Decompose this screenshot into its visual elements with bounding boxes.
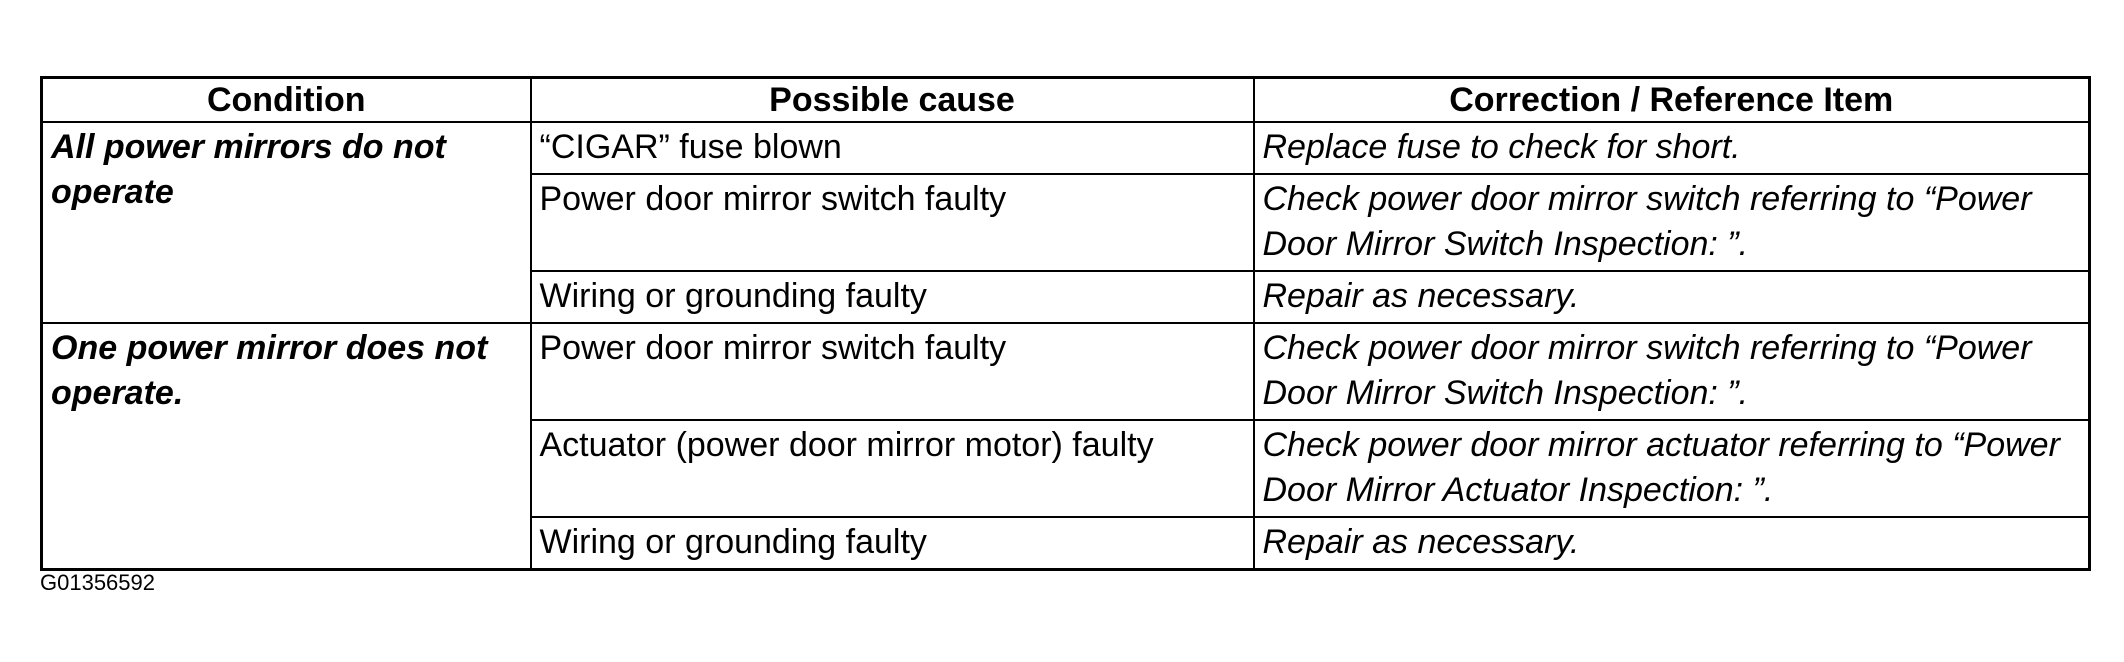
cause-cell: “CIGAR” fuse blown bbox=[529, 121, 1255, 175]
header-condition: Condition bbox=[40, 76, 532, 123]
header-possible-cause: Possible cause bbox=[529, 76, 1255, 123]
cause-cell: Wiring or grounding faulty bbox=[529, 270, 1255, 324]
condition-cell: All power mirrors do not operate bbox=[40, 121, 532, 324]
table-row: Actuator (power door mirror motor) fault… bbox=[42, 419, 2091, 518]
correction-cell: Check power door mirror actuator referri… bbox=[1252, 419, 2091, 518]
table-header: Condition Possible cause Correction / Re… bbox=[40, 76, 2091, 123]
correction-cell: Check power door mirror switch referring… bbox=[1252, 173, 2091, 272]
table-row: Wiring or grounding faulty Repair as nec… bbox=[42, 516, 2091, 571]
correction-cell: Replace fuse to check for short. bbox=[1252, 121, 2091, 175]
correction-cell: Check power door mirror switch referring… bbox=[1252, 322, 2091, 421]
correction-cell: Repair as necessary. bbox=[1252, 270, 2091, 324]
cause-cell: Wiring or grounding faulty bbox=[529, 516, 1255, 571]
condition-cell: One power mirror does not operate. bbox=[40, 322, 532, 571]
cause-cell: Actuator (power door mirror motor) fault… bbox=[529, 419, 1255, 518]
table-row: Wiring or grounding faulty Repair as nec… bbox=[42, 270, 2091, 324]
table-row: Power door mirror switch faulty Check po… bbox=[42, 173, 2091, 272]
figure-id: G01356592 bbox=[40, 570, 155, 595]
cause-cell: Power door mirror switch faulty bbox=[529, 173, 1255, 272]
header-row: Condition Possible cause Correction / Re… bbox=[40, 76, 2091, 123]
cause-cell: Power door mirror switch faulty bbox=[529, 322, 1255, 421]
correction-cell: Repair as necessary. bbox=[1252, 516, 2091, 571]
table-body: All power mirrors do not operate “CIGAR”… bbox=[40, 121, 2091, 571]
diagnosis-table: Condition Possible cause Correction / Re… bbox=[40, 76, 2091, 571]
table-row: One power mirror does not operate. Power… bbox=[40, 322, 2091, 571]
header-correction: Correction / Reference Item bbox=[1252, 76, 2091, 123]
table-row: All power mirrors do not operate “CIGAR”… bbox=[40, 121, 2091, 324]
